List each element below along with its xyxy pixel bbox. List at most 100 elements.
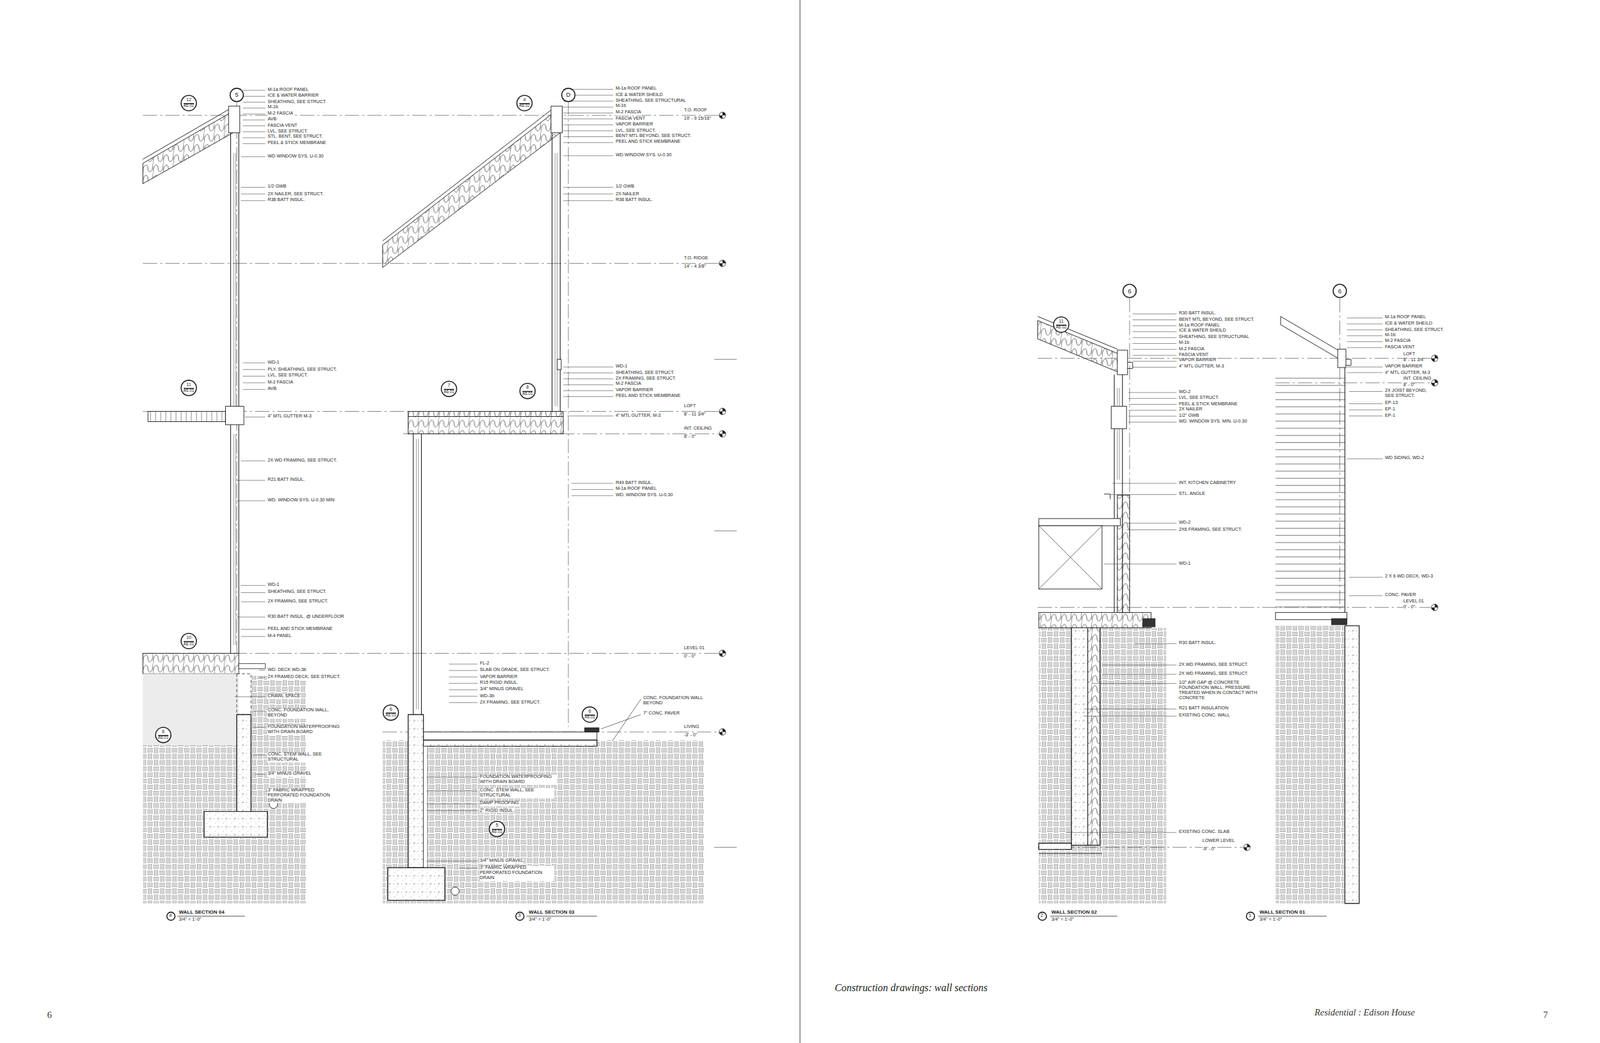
leader-line bbox=[242, 389, 265, 390]
callout-label: FASCIA VENT bbox=[1178, 352, 1209, 358]
callout-label: R21 BATT INSULATION bbox=[1178, 705, 1229, 712]
grid-bubble: 4 bbox=[165, 910, 175, 920]
callout-label: M-1b bbox=[1178, 341, 1190, 347]
callout-label: 19' - 9 15/16" bbox=[683, 116, 712, 122]
callout-label: R21 BATT INSUL. bbox=[267, 477, 306, 483]
leader-line bbox=[252, 727, 265, 728]
callout-label: WD WINDOW SYS. U-0.30 bbox=[267, 154, 324, 160]
callout-label: 8' - 0" bbox=[683, 434, 696, 440]
leader-line bbox=[240, 460, 265, 461]
callout-number: 6 bbox=[389, 707, 393, 713]
callout-label: T.O. ROOF bbox=[683, 108, 708, 114]
leader-line bbox=[1128, 409, 1177, 411]
callout-label: -9' - 0" bbox=[1201, 846, 1216, 852]
callout-label: INT. KITCHEN CABINETRY bbox=[1178, 480, 1237, 486]
callout-label: 2X FRAMED DECK, SEE STRUCT. bbox=[267, 674, 342, 680]
leader-line bbox=[563, 396, 614, 397]
callout-label: 1/2" GWB bbox=[1178, 413, 1200, 419]
leader-line bbox=[1126, 522, 1177, 524]
grid-bubble: 1 bbox=[1245, 910, 1255, 920]
leader-line bbox=[240, 636, 265, 637]
callout-label: R49 BATT INSUL. bbox=[615, 480, 653, 486]
leader-line bbox=[1126, 529, 1177, 530]
leader-line bbox=[1132, 366, 1177, 368]
leader-line bbox=[449, 676, 479, 678]
callout-number: 6 bbox=[1338, 287, 1342, 294]
running-footer: Residential : Edison House bbox=[1314, 1008, 1416, 1019]
leader-line bbox=[449, 689, 479, 690]
callout-label: 14' - 4 3/8" bbox=[683, 264, 706, 270]
callout-label: LVL, SEE STRUCT. bbox=[1178, 395, 1220, 401]
leader-line bbox=[1132, 355, 1177, 356]
callout-label: T.O. RIDGE bbox=[683, 256, 709, 262]
callout-number: 8 bbox=[161, 729, 165, 735]
detail-callout: 4A6.02 bbox=[515, 94, 534, 112]
callout-label: R15 RIGID INSUL. bbox=[479, 680, 519, 686]
callout-label: ICE & WATER SHEILD bbox=[1384, 321, 1433, 327]
callout-label: M-2 FASCIA bbox=[267, 111, 294, 117]
page-number: 7 bbox=[1543, 1009, 1549, 1021]
callout-number: D bbox=[566, 91, 571, 98]
leader-line bbox=[1132, 343, 1177, 344]
callout-label: 2X NAILER, SEE STRUCT. bbox=[267, 191, 324, 197]
callout-label: LVL, SEE STRUCT. bbox=[267, 129, 309, 135]
leader-line bbox=[1132, 337, 1177, 338]
callout-number: 5 bbox=[234, 91, 239, 98]
callout-label: FASCIA VENT bbox=[1384, 344, 1416, 351]
callout-number: 7 bbox=[448, 383, 451, 389]
sheet-number: A6.02 bbox=[1056, 323, 1067, 330]
callout-label: M-1a ROOF PANEL bbox=[1384, 315, 1427, 321]
callout-label: WD-3b bbox=[479, 693, 495, 699]
leader-line bbox=[242, 131, 265, 132]
callout-label: WD. DECK WD-3b bbox=[267, 667, 307, 673]
leader-line bbox=[242, 382, 265, 383]
callout-number: 3 bbox=[517, 912, 521, 918]
leader-line bbox=[240, 156, 265, 157]
callout-label: 2X FRAMING, SEE STRUCT. bbox=[615, 376, 676, 382]
leader-line bbox=[449, 663, 479, 665]
callout-label: CONC. FOUNDATION WALL BEYOND bbox=[642, 695, 705, 706]
leader-line bbox=[252, 710, 265, 712]
leader-line bbox=[240, 186, 265, 188]
callout-label: 3" FABRIC WRAPPED PERFORATED FOUNDATION … bbox=[267, 787, 332, 804]
leader-line bbox=[563, 136, 614, 137]
sheet-number: A6.02 bbox=[183, 102, 195, 109]
leader-line bbox=[563, 366, 614, 368]
leader-line bbox=[240, 600, 265, 602]
callout-label: 7" CONC. PAVER bbox=[642, 711, 680, 717]
leader-line bbox=[1102, 673, 1177, 675]
callout-label: 2X FRAMING, SEE STRUCT. bbox=[479, 699, 541, 705]
leader-line bbox=[1347, 366, 1384, 368]
callout-number: 6 bbox=[588, 709, 592, 715]
callout-label: CRAWL SPACE bbox=[267, 693, 301, 699]
callout-label: ICE & WATER SHEILD bbox=[1178, 328, 1227, 335]
leader-line bbox=[242, 369, 265, 370]
leader-line bbox=[449, 670, 479, 671]
grid-bubble: D bbox=[561, 87, 576, 102]
callout-label: 2X NAILER bbox=[615, 191, 640, 197]
leader-line bbox=[1128, 416, 1177, 417]
leader-line bbox=[449, 695, 479, 697]
leader-line bbox=[563, 118, 614, 120]
leader-line bbox=[1347, 317, 1384, 319]
leader-line bbox=[563, 193, 614, 194]
leader-line bbox=[1132, 313, 1177, 315]
detail-callout: 6A6.01 bbox=[382, 704, 400, 722]
sheet-number: A6.01 bbox=[385, 711, 397, 718]
leader-line bbox=[1091, 682, 1177, 684]
callout-label: LOFT bbox=[1402, 352, 1416, 358]
leader-line bbox=[1132, 325, 1177, 326]
callout-label: 2X WD FRAMING, SEE STRUCT. bbox=[1178, 662, 1249, 668]
callout-label: INT. CEILING bbox=[683, 426, 712, 432]
callout-label: PEEL AND STICK MEMBRANE bbox=[267, 626, 333, 632]
grid-bubble: 3 bbox=[514, 910, 524, 920]
grid-bubble: 2 bbox=[1037, 910, 1047, 920]
callout-label: LOFT bbox=[683, 403, 696, 409]
callout-label: 8' - 11 3/4" bbox=[683, 412, 706, 418]
sheet-number: A6.02 bbox=[519, 102, 530, 109]
callout-number: 1 bbox=[1248, 912, 1252, 918]
callout-label: M-2 FASCIA bbox=[1384, 339, 1412, 345]
callout-label: VAPOR BARRIER bbox=[615, 387, 653, 393]
leader-line bbox=[563, 372, 614, 374]
callout-label: LIVING bbox=[683, 724, 699, 730]
